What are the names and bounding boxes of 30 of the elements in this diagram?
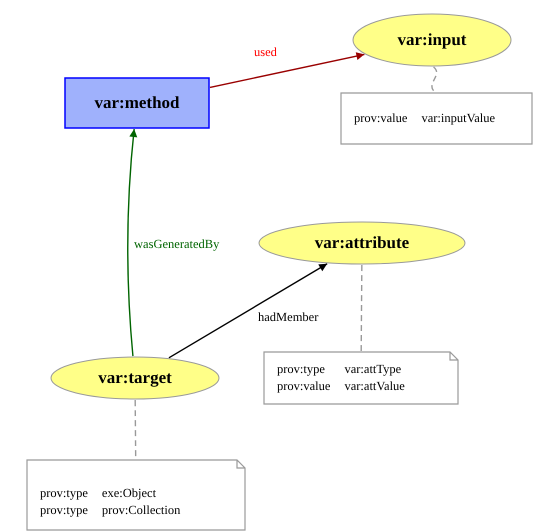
process-box — [64, 77, 210, 129]
property-name: prov:type — [40, 485, 88, 502]
edge-label: used — [252, 45, 279, 59]
node-label: var:input — [398, 30, 466, 50]
property-value: var:attValue — [344, 378, 405, 395]
property-name: prov:type — [277, 361, 326, 378]
ellipse-node — [258, 221, 466, 265]
edge-label: wasGeneratedBy — [132, 237, 222, 251]
node-label: var:attribute — [314, 233, 410, 253]
arrow — [210, 52, 365, 88]
property-value: prov:Collection — [102, 502, 180, 519]
ellipse-node — [50, 356, 220, 400]
edge-label: hadMember — [256, 310, 320, 324]
arrow — [168, 263, 328, 358]
dashed-connector — [431, 66, 438, 92]
property-name: prov:value — [277, 378, 330, 395]
arrow — [127, 128, 138, 356]
note-box — [340, 92, 533, 145]
property-value: var:attType — [344, 361, 402, 378]
property-value: var:inputValue — [421, 110, 496, 127]
property-value: exe:Object — [102, 485, 158, 502]
node-label: var:method — [94, 93, 180, 113]
note-box — [263, 351, 459, 405]
ellipse-node — [352, 13, 512, 67]
dashed-connector — [134, 400, 136, 459]
property-name: prov:value — [354, 110, 408, 127]
property-name: prov:type — [40, 502, 88, 519]
node-label: var:target — [98, 368, 172, 388]
note-box — [26, 459, 246, 531]
dashed-connector — [360, 265, 363, 351]
